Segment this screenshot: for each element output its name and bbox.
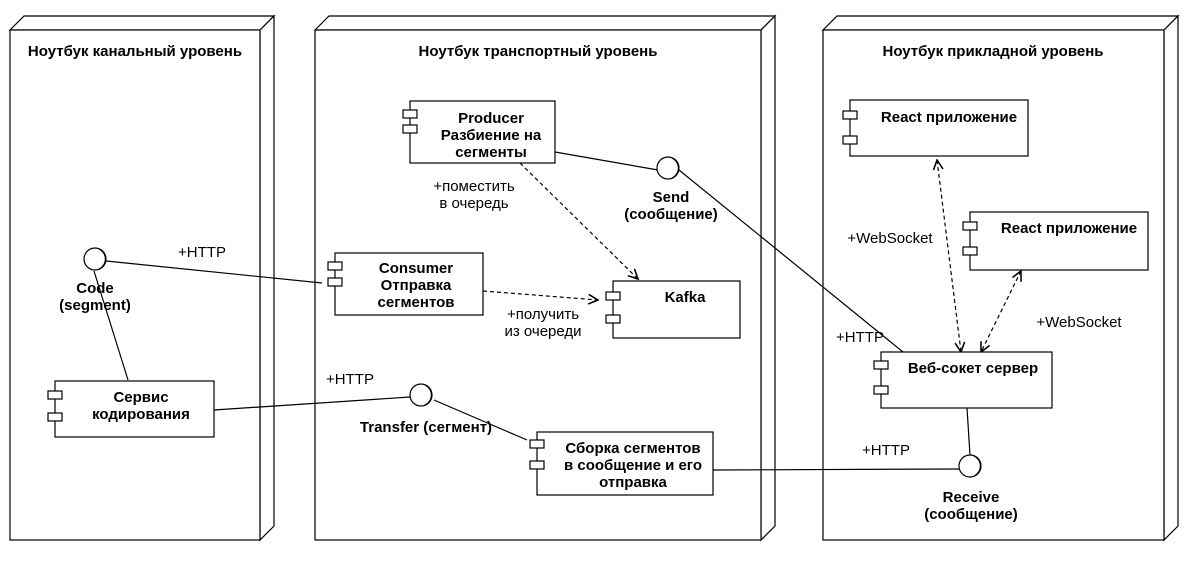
websocket-label-1: +WebSocket (847, 230, 933, 247)
transfer-interface-label: Transfer (сегмент) (360, 419, 492, 436)
http-transfer-label: +HTTP (326, 371, 374, 388)
interface-code[interactable]: Code (segment) (59, 247, 131, 314)
react1-ws-dependency (937, 160, 961, 352)
http-ws-label: +HTTP (836, 329, 884, 346)
node-link-layer[interactable]: Ноутбук канальный уровень (8, 14, 276, 542)
send-interface-label-line2: (сообщение) (624, 206, 718, 223)
connectors (93, 151, 1021, 471)
component-kafka[interactable]: Kafka (605, 280, 741, 339)
code-service-link (93, 270, 129, 381)
put-in-queue-label-line1: +поместить (433, 178, 514, 195)
send-ws-link (678, 169, 904, 353)
node-transport-title: Ноутбук транспортный уровень (419, 43, 658, 60)
component-coding-service[interactable]: Сервис кодирования (47, 380, 215, 438)
receive-interface-label-line1: Receive (943, 489, 1000, 506)
component-consumer[interactable]: Consumer Отправка сегментов (327, 252, 484, 316)
component-assembly[interactable]: Сборка сегментов в сообщение и его отпра… (529, 431, 714, 496)
component-react-app-1[interactable]: React приложение (842, 99, 1029, 157)
code-consumer-link (105, 260, 323, 284)
consumer-label-line1: Consumer (379, 260, 453, 277)
service-transfer-link (213, 396, 411, 411)
get-from-queue-label-line1: +получить (507, 306, 579, 323)
assembly-label-line3: отправка (599, 474, 667, 491)
consumer-label-line2: Отправка (381, 277, 452, 294)
coding-service-label-line1: Сервис (113, 389, 168, 406)
interface-transfer[interactable]: Transfer (сегмент) (360, 383, 492, 436)
receive-interface-label-line2: (сообщение) (924, 506, 1018, 523)
component-ws-server[interactable]: Веб-сокет сервер (873, 351, 1053, 409)
producer-label-line1: Producer (458, 110, 524, 127)
producer-label-line2: Разбиение на (441, 127, 542, 144)
code-interface-label-line1: Code (76, 280, 114, 297)
ws-server-label: Веб-сокет сервер (908, 360, 1038, 377)
put-in-queue-label-line2: в очередь (439, 195, 508, 212)
component-producer[interactable]: Producer Разбиение на сегменты (402, 100, 556, 164)
coding-service-label-line2: кодирования (92, 406, 190, 423)
node-application-layer[interactable]: Ноутбук прикладной уровень (821, 14, 1180, 542)
interface-send[interactable]: Send (сообщение) (624, 156, 718, 223)
react2-ws-dependency (981, 271, 1021, 352)
assembly-label-line2: в сообщение и его (564, 457, 702, 474)
react-app-1-label: React приложение (881, 109, 1017, 126)
code-interface-label-line2: (segment) (59, 297, 131, 314)
http-receive-label: +HTTP (862, 442, 910, 459)
react-app-2-label: React приложение (1001, 220, 1137, 237)
assembly-receive-link (712, 468, 960, 471)
consumer-kafka-dependency (482, 290, 598, 300)
transfer-assembly-link (433, 399, 528, 441)
interface-receive[interactable]: Receive (сообщение) (924, 454, 1018, 523)
ws-receive-link (966, 407, 971, 456)
send-interface-label-line1: Send (653, 189, 690, 206)
websocket-label-2: +WebSocket (1036, 314, 1122, 331)
get-from-queue-label-line2: из очереди (504, 323, 581, 340)
consumer-label-line3: сегментов (378, 294, 455, 311)
producer-label-line3: сегменты (455, 144, 527, 161)
assembly-label-line1: Сборка сегментов (565, 440, 700, 457)
component-react-app-2[interactable]: React приложение (962, 211, 1149, 271)
node-application-title: Ноутбук прикладной уровень (882, 43, 1103, 60)
http-code-label: +HTTP (178, 244, 226, 261)
producer-send-link (554, 151, 659, 171)
node-link-title: Ноутбук канальный уровень (28, 43, 242, 60)
kafka-label: Kafka (665, 289, 707, 306)
